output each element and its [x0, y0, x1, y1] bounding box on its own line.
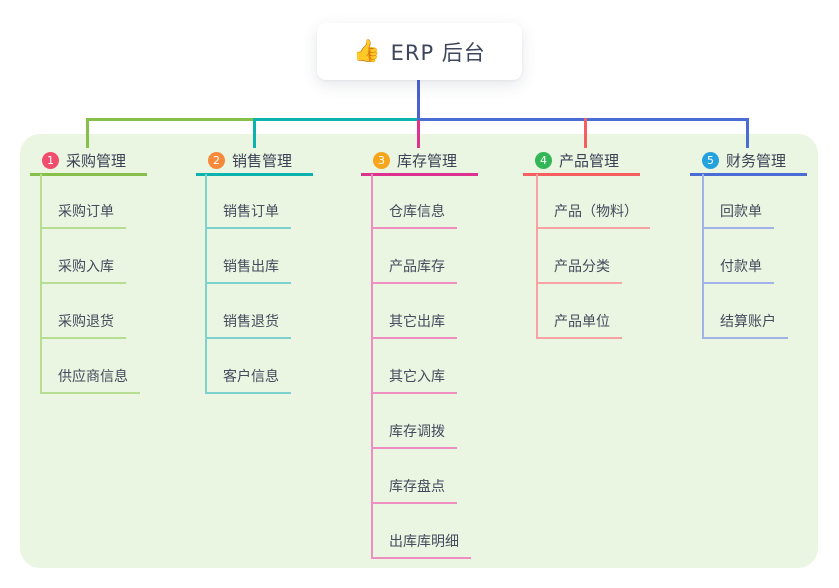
child-node[interactable]: 库存盘点 [373, 449, 457, 504]
root-connector-line [417, 80, 420, 121]
bus-segment-sales [253, 118, 419, 121]
drop-line-product [584, 118, 587, 148]
children-column-product: 产品（物料）产品分类产品单位 [536, 174, 650, 339]
branch-number-badge: 4 [535, 151, 552, 169]
drop-line-finance [746, 118, 749, 148]
branch-node-purchase[interactable]: 1 采购管理 [30, 147, 147, 176]
children-column-sales: 销售订单销售出库销售退货客户信息 [205, 174, 291, 394]
branch-node-product[interactable]: 4 产品管理 [523, 147, 640, 176]
child-node[interactable]: 销售出库 [207, 229, 291, 284]
mindmap-background-panel [20, 134, 818, 568]
branch-label: 销售管理 [232, 151, 293, 170]
children-column-purchase: 采购订单采购入库采购退货供应商信息 [40, 174, 140, 394]
drop-line-purchase [86, 118, 89, 148]
child-node[interactable]: 供应商信息 [42, 339, 140, 394]
child-node[interactable]: 客户信息 [207, 339, 291, 394]
branch-node-inventory[interactable]: 3 库存管理 [361, 147, 478, 176]
child-node[interactable]: 采购入库 [42, 229, 126, 284]
child-node[interactable]: 产品单位 [538, 284, 622, 339]
branch-label: 库存管理 [397, 151, 458, 170]
branch-label: 产品管理 [559, 151, 620, 170]
bus-segment-purchase [86, 118, 255, 121]
child-node[interactable]: 产品库存 [373, 229, 457, 284]
children-column-inventory: 仓库信息产品库存其它出库其它入库库存调拨库存盘点出库库明细 [371, 174, 471, 559]
child-node[interactable]: 产品（物料） [538, 174, 650, 229]
child-node[interactable]: 采购订单 [42, 174, 126, 229]
children-column-finance: 回款单付款单结算账户 [702, 174, 788, 339]
branch-number-badge: 1 [42, 151, 59, 169]
child-node[interactable]: 产品分类 [538, 229, 622, 284]
child-node[interactable]: 销售订单 [207, 174, 291, 229]
branch-node-finance[interactable]: 5 财务管理 [690, 147, 807, 176]
child-node[interactable]: 其它入库 [373, 339, 457, 394]
child-node[interactable]: 销售退货 [207, 284, 291, 339]
branch-number-badge: 2 [208, 151, 225, 169]
child-node[interactable]: 采购退货 [42, 284, 126, 339]
branch-number-badge: 5 [702, 151, 719, 169]
root-node[interactable]: 👍 ERP 后台 [317, 23, 522, 80]
child-node[interactable]: 仓库信息 [373, 174, 457, 229]
branch-node-sales[interactable]: 2 销售管理 [196, 147, 313, 176]
drop-line-inventory [417, 120, 420, 148]
branch-label: 采购管理 [66, 151, 127, 170]
child-node[interactable]: 付款单 [704, 229, 774, 284]
root-node-title: ERP 后台 [390, 40, 486, 65]
branch-label: 财务管理 [726, 151, 787, 170]
child-node[interactable]: 回款单 [704, 174, 774, 229]
bus-segment-finance [417, 118, 749, 121]
child-node[interactable]: 其它出库 [373, 284, 457, 339]
branch-number-badge: 3 [373, 151, 390, 169]
thumbs-up-icon: 👍 [353, 38, 381, 64]
drop-line-sales [253, 118, 256, 148]
child-node[interactable]: 出库库明细 [373, 504, 471, 559]
child-node[interactable]: 结算账户 [704, 284, 788, 339]
child-node[interactable]: 库存调拨 [373, 394, 457, 449]
